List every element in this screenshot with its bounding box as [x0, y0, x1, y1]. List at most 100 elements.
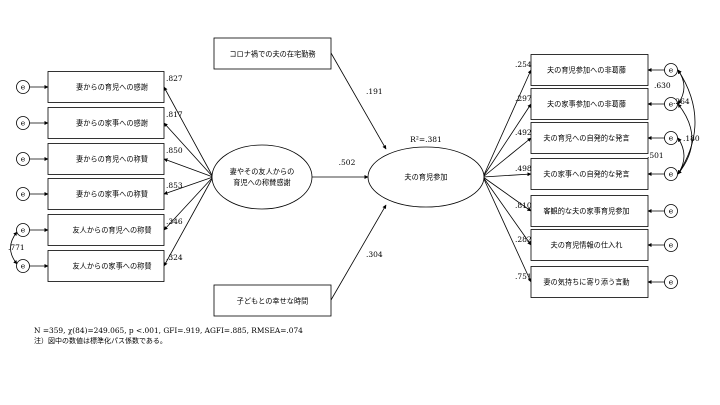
loading-arrow-right — [482, 137, 532, 178]
indicator-label-left: 妻からの家事への感謝 — [76, 119, 148, 128]
loading-arrow-left — [163, 176, 214, 195]
error-circle-left — [16, 80, 30, 94]
indicator-label-left: 友人からの育児への称賛 — [72, 226, 151, 235]
error-label: e — [669, 170, 674, 179]
indicator-box-left — [47, 214, 165, 246]
loading-coef-left: .817 — [166, 110, 183, 119]
predictor-label-happy-time: 子どもとの幸せな時間 — [237, 297, 309, 306]
loading-coef-left: .853 — [166, 181, 183, 190]
indicator-box-right — [530, 88, 649, 120]
loading-arrow-left — [163, 158, 214, 178]
latent-ellipse-participation — [367, 146, 485, 208]
predictor-arrow-remote-work — [330, 52, 387, 150]
indicator-label-right: 客観的な夫の家事育児参加 — [543, 207, 629, 216]
error-label: e — [21, 262, 26, 271]
error-label: e — [669, 66, 674, 75]
loading-arrow-left — [163, 122, 214, 178]
indicator-label-right: 妻の気持ちに寄り添う言動 — [543, 278, 629, 287]
error-circle-right — [664, 238, 678, 252]
latent-ellipse-praise — [211, 144, 313, 210]
covariance-coef-left: .771 — [8, 243, 25, 252]
indicator-label-right: 夫の育児情報の仕入れ — [551, 241, 623, 250]
loading-coef-right: .751 — [515, 272, 532, 281]
loading-coef-left: .850 — [166, 146, 183, 155]
r-squared-label: R²=.381 — [410, 135, 442, 144]
indicator-label-right: 夫の家事参加への非葛藤 — [547, 100, 626, 109]
loading-coef-left: .827 — [166, 74, 183, 83]
loading-coef-right: .282 — [515, 235, 532, 244]
loading-coef-right: .498 — [515, 164, 532, 173]
error-label: e — [669, 278, 674, 287]
indicator-label-right: 夫の育児への自発的な発言 — [543, 134, 629, 143]
error-circle-left — [16, 116, 30, 130]
error-circle-right — [664, 204, 678, 218]
loading-arrow-right — [482, 103, 532, 178]
indicator-label-left: 妻からの育児への感謝 — [76, 83, 148, 92]
covariance-coef-right: .501 — [647, 151, 664, 160]
loading-arrow-right — [482, 172, 532, 178]
error-label: e — [669, 134, 674, 143]
latent-label-praise-line2: 育児への称賛感謝 — [233, 178, 291, 187]
predictor-box-happy-time — [213, 284, 332, 317]
loading-arrow-right — [482, 176, 532, 246]
covariance-right — [677, 103, 693, 175]
error-circle-right — [664, 63, 678, 77]
indicator-label-right: 夫の育児参加への非葛藤 — [547, 66, 626, 75]
predictor-arrow-happy-time — [330, 204, 387, 301]
error-circle-left — [16, 259, 30, 273]
covariance-coef-right: .630 — [654, 81, 671, 90]
indicator-box-right — [530, 158, 649, 190]
loading-coef-left: .346 — [166, 217, 183, 226]
latent-label-praise-line1: 妻やその友人からの — [230, 167, 295, 176]
loading-arrow-left — [163, 176, 214, 267]
predictor-coef-remote-work: .191 — [366, 87, 383, 96]
loading-coef-right: .297 — [515, 94, 532, 103]
error-circle-right — [664, 167, 678, 181]
loading-arrow-right — [482, 176, 532, 212]
indicator-box-right — [530, 266, 649, 298]
error-circle-left — [16, 223, 30, 237]
error-label: e — [669, 100, 674, 109]
indicator-label-right: 夫の家事への自発的な発言 — [543, 170, 629, 179]
main-path-coef: .502 — [339, 158, 356, 167]
covariance-coef-right: .264 — [673, 97, 690, 106]
covariance-right — [677, 69, 696, 175]
loading-coef-right: .254 — [515, 60, 532, 69]
indicator-label-left: 妻からの育児への称賛 — [76, 155, 148, 164]
error-circle-right — [664, 131, 678, 145]
error-label: e — [21, 190, 26, 199]
indicator-box-left — [47, 178, 165, 210]
error-label: e — [669, 241, 674, 250]
error-label: e — [21, 155, 26, 164]
error-circle-right — [664, 275, 678, 289]
error-label: e — [21, 226, 26, 235]
indicator-box-right — [530, 54, 649, 86]
fit-statistics-note: N =359, χ(84)=249.065, p <.001, GFI=.919… — [34, 326, 303, 335]
indicator-box-right — [530, 229, 649, 261]
loading-arrow-right — [482, 176, 532, 283]
loading-coef-left: .324 — [166, 253, 183, 262]
indicator-label-left: 妻からの家事への称賛 — [76, 190, 148, 199]
indicator-box-right — [530, 195, 649, 227]
indicator-box-left — [47, 143, 165, 175]
loading-coef-right: .492 — [515, 128, 532, 137]
loading-arrow-right — [482, 69, 532, 178]
loading-coef-right: .810 — [515, 201, 532, 210]
predictor-coef-happy-time: .304 — [366, 250, 383, 259]
footnote: 注）図中の数値は標準化パス係数である。 — [34, 337, 167, 345]
error-label: e — [21, 83, 26, 92]
loading-arrow-left — [163, 86, 214, 178]
indicator-box-left — [47, 71, 165, 103]
predictor-label-remote-work: コロナ禍での夫の在宅勤務 — [229, 50, 316, 59]
loading-arrow-left — [163, 176, 214, 231]
indicator-label-left: 友人からの家事への称賛 — [72, 262, 151, 271]
covariance-right — [677, 137, 685, 175]
indicator-box-right — [530, 122, 649, 154]
error-circle-right — [664, 97, 678, 111]
latent-label-participation: 夫の育児参加 — [404, 173, 447, 182]
covariance-coef-right: .180 — [683, 134, 700, 143]
indicator-box-left — [47, 107, 165, 139]
error-circle-left — [16, 152, 30, 166]
indicator-box-left — [47, 250, 165, 282]
error-circle-left — [16, 187, 30, 201]
